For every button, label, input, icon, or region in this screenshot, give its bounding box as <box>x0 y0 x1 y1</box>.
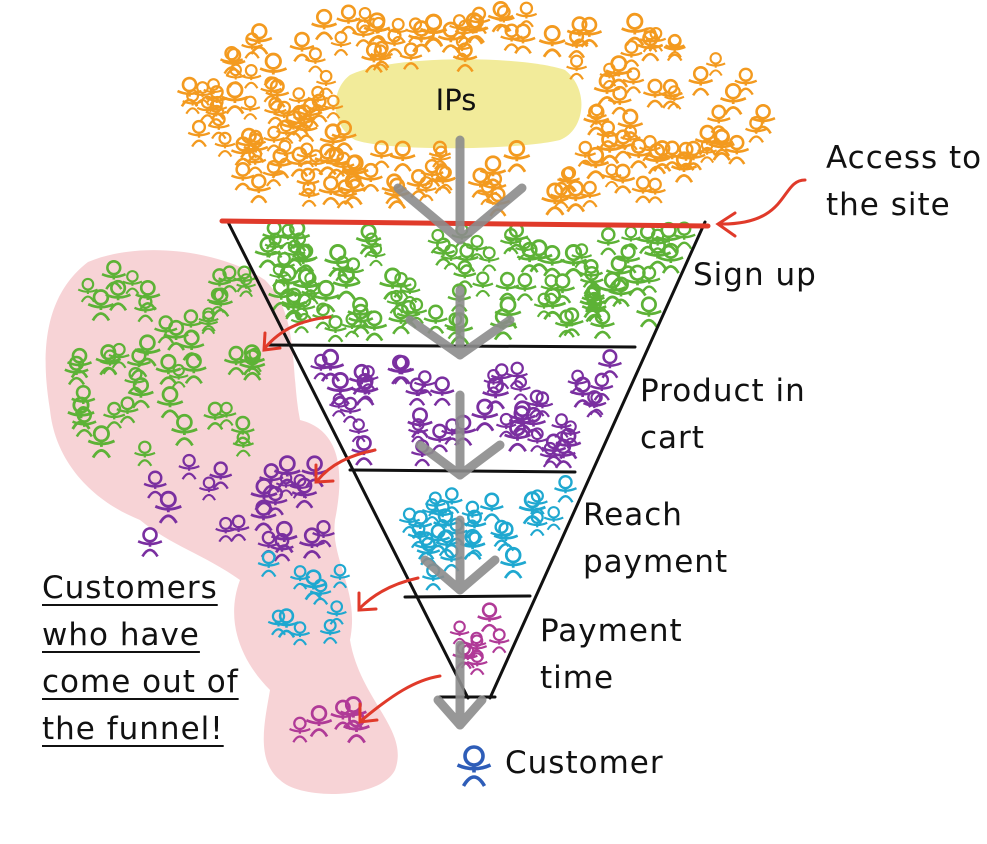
person-icon <box>662 34 687 62</box>
curved-arrow-icon <box>262 178 807 724</box>
person-icon <box>635 296 663 329</box>
person-icon <box>509 375 532 401</box>
person-icon <box>538 245 566 278</box>
person-icon <box>419 13 448 47</box>
person-icon <box>499 546 528 580</box>
person-icon <box>304 47 327 74</box>
person-icon <box>505 361 529 388</box>
person-icon <box>488 628 511 654</box>
person-icon <box>543 506 565 531</box>
person-icon <box>553 475 578 504</box>
person-icon <box>479 492 505 523</box>
person-icon <box>230 162 256 192</box>
person-icon <box>609 163 636 195</box>
access-label: Access to the site <box>826 140 983 223</box>
person-icon <box>515 1 538 28</box>
person-icon <box>187 119 211 148</box>
person-icon <box>637 265 662 294</box>
person-icon <box>499 23 524 52</box>
person-icon <box>317 175 344 206</box>
person-icon <box>592 72 622 106</box>
cart-label: Product in cart <box>640 373 806 456</box>
person-icon <box>323 315 348 343</box>
reach-payment-label: Reach payment <box>583 497 729 580</box>
payment-time-label: Payment time <box>540 613 683 696</box>
person-icon <box>492 521 519 552</box>
signup-label: Sign up <box>693 257 817 293</box>
person-icon <box>325 372 355 406</box>
person-icon <box>663 85 686 111</box>
person-icon <box>245 23 274 56</box>
ips-highlight <box>335 59 582 149</box>
person-icon <box>537 25 567 59</box>
person-icon <box>310 8 338 41</box>
down-arrow-icon <box>393 135 527 730</box>
person-icon <box>429 376 456 407</box>
person-icon <box>315 69 337 95</box>
person-icon <box>470 398 500 433</box>
person-icon <box>705 52 727 77</box>
person-icon <box>733 67 758 96</box>
person-icon <box>494 271 521 302</box>
ips-label: IPs <box>436 83 477 117</box>
person-icon <box>549 273 576 305</box>
person-icon <box>471 271 495 298</box>
person-icon <box>687 65 714 97</box>
person-icon <box>526 510 549 537</box>
person-icon <box>657 78 684 110</box>
person-icon <box>595 227 621 256</box>
person-icon <box>330 30 352 57</box>
customer-icon <box>455 745 493 788</box>
person-icon <box>406 407 434 439</box>
person-icon <box>347 303 375 336</box>
funnel-rim <box>219 218 711 229</box>
customer-label: Customer <box>505 745 664 781</box>
person-icon <box>240 63 263 90</box>
person-icon <box>582 103 611 137</box>
person-icon <box>476 602 503 633</box>
dropout-note: Customers who have come out of the funne… <box>42 570 239 747</box>
